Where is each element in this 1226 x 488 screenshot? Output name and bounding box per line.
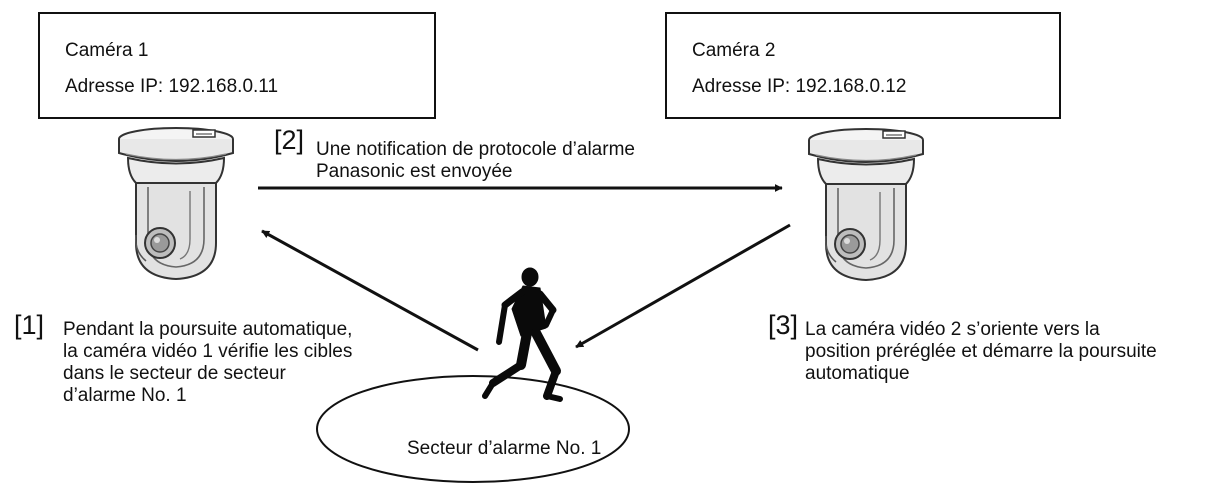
- step-1-line: d’alarme No. 1: [63, 385, 187, 406]
- step-2-line: Panasonic est envoyée: [316, 161, 513, 182]
- camera-1-name: Caméra 1: [65, 40, 149, 61]
- alarm-zone-ellipse: [316, 375, 630, 483]
- step-2-number: [2]: [274, 125, 305, 155]
- camera-2-icon: [808, 128, 924, 281]
- step-1-line: la caméra vidéo 1 vérifie les cibles: [63, 341, 353, 362]
- camera-2-info-box: Caméra 2 Adresse IP: 192.168.0.12: [665, 12, 1061, 119]
- running-person-icon: [482, 267, 563, 402]
- step-2-line: Une notification de protocole d’alarme: [316, 139, 635, 160]
- step-3-line: automatique: [805, 363, 910, 384]
- step-3-line: La caméra vidéo 2 s’oriente vers la: [805, 319, 1100, 340]
- camera-1-info-box: Caméra 1 Adresse IP: 192.168.0.11: [38, 12, 436, 119]
- step-3-line: position préréglée et démarre la poursui…: [805, 341, 1157, 362]
- camera-1-icon: [118, 127, 234, 280]
- step-3-number: [3]: [768, 310, 799, 340]
- step-1-line: Pendant la poursuite automatique,: [63, 319, 353, 340]
- step-2-description: Une notification de protocole d’alarme P…: [316, 139, 635, 183]
- camera-2-ip: Adresse IP: 192.168.0.12: [692, 76, 907, 97]
- arrow-camera2-to-person: [575, 223, 791, 349]
- step-1-number: [1]: [14, 310, 45, 340]
- step-1-line: dans le secteur de secteur: [63, 363, 286, 384]
- step-3-description: La caméra vidéo 2 s’oriente vers la posi…: [805, 319, 1157, 385]
- camera-2-name: Caméra 2: [692, 40, 776, 61]
- step-1-description: Pendant la poursuite automatique, la cam…: [63, 319, 352, 407]
- camera-1-ip: Adresse IP: 192.168.0.11: [65, 76, 279, 97]
- arrow-person-to-camera1: [261, 229, 479, 352]
- alarm-zone-label: Secteur d’alarme No. 1: [407, 438, 602, 459]
